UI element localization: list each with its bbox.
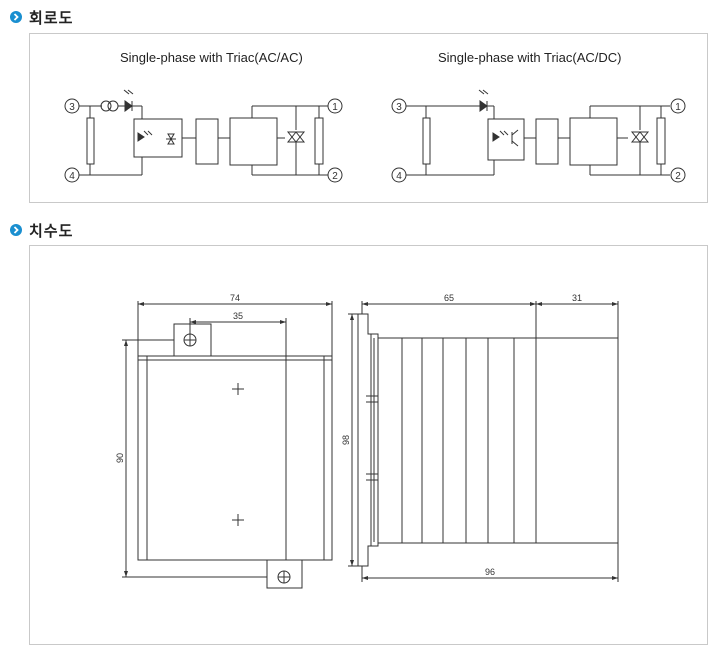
terminal-label-4: 4 [69,171,75,182]
dimension-drawing: 74 35 90 65 31 96 98 [115,293,619,589]
section-header-dimensions: 치수도 [10,220,73,240]
dimension-74: 74 [230,293,240,303]
dimension-31: 31 [572,293,582,303]
dimension-98: 98 [341,435,351,445]
terminal-label-4: 4 [396,171,402,182]
chevron-right-icon [10,11,22,23]
terminal-label-2: 2 [675,171,681,182]
circuit-diagram-panel: Single-phase with Triac(AC/AC) Single-ph… [29,33,708,203]
terminal-label-1: 1 [675,102,681,113]
circuit-title-ac-ac: Single-phase with Triac(AC/AC) [120,50,303,65]
dimension-90: 90 [115,453,125,463]
section-title-circuit: 회로도 [29,8,74,27]
dimension-35: 35 [233,311,243,321]
circuit-ac-dc: 3 4 1 2 [391,89,686,183]
chevron-right-icon [10,224,22,236]
circuit-title-ac-dc: Single-phase with Triac(AC/DC) [438,50,622,65]
section-header-circuit: 회로도 [10,7,73,27]
terminal-label-3: 3 [69,102,75,113]
circuit-ac-ac: 3 4 1 2 [64,89,343,183]
terminal-label-2: 2 [332,171,338,182]
dimension-65: 65 [444,293,454,303]
dimension-drawing-panel: 74 35 90 65 31 96 98 [29,245,708,645]
dimension-96: 96 [485,567,495,577]
section-title-dimensions: 치수도 [29,221,74,240]
terminal-label-1: 1 [332,102,338,113]
terminal-label-3: 3 [396,102,402,113]
